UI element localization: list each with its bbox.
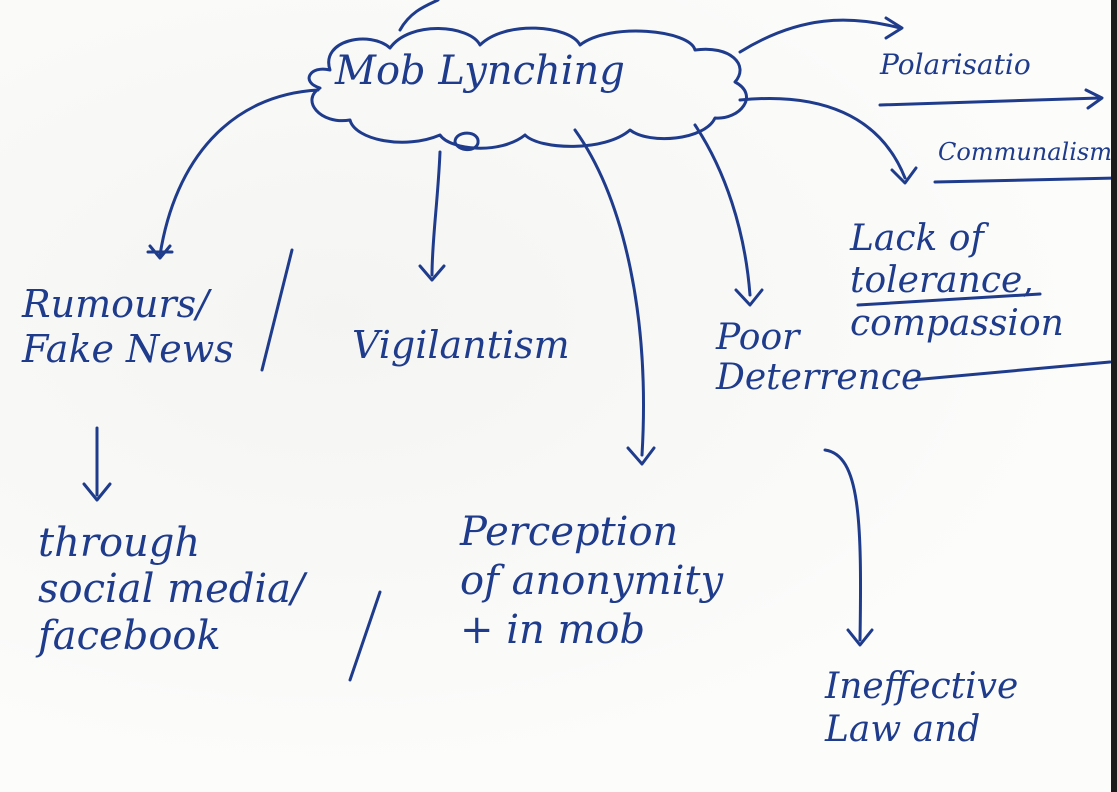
node-vigilantism: Vigilantism <box>352 323 570 367</box>
node-ineffective-law: Ineffective Law and <box>825 666 1019 751</box>
central-cloud-outline <box>307 26 748 150</box>
node-lack-of-tolerance: Lack of tolerance, compassion <box>850 218 1064 344</box>
node-poor-deterrence: Poor Deterrence <box>716 317 923 399</box>
page-edge-border <box>1111 0 1117 792</box>
arrowhead-perception <box>626 446 656 466</box>
node-rumours-fake-news: Rumours/ Fake News <box>22 282 234 371</box>
arrowhead-vigilantism <box>418 264 446 282</box>
arrowhead-social <box>82 482 112 502</box>
node-communalism: Communalism <box>938 138 1112 166</box>
node-perception-anonymity: Perception of anonymity + in mob <box>460 509 724 653</box>
central-topic: Mob Lynching <box>335 48 625 94</box>
slash-rumours <box>260 248 294 372</box>
underline-tolerance <box>856 292 1042 307</box>
underline-compassion <box>910 360 1112 382</box>
link-vigilantism <box>430 150 442 277</box>
link-poor-deterrence <box>693 123 752 297</box>
arrowhead-polar-underline <box>1084 88 1104 110</box>
link-offpage-top <box>398 0 440 32</box>
arrowhead-ineffective <box>846 628 874 647</box>
arrowhead-rumours <box>146 244 174 260</box>
link-rumours <box>158 88 320 257</box>
underline-polarisation <box>878 96 1102 107</box>
arrowhead-polarisation <box>884 16 904 40</box>
link-lack-of-tolerance <box>738 96 907 180</box>
cloud-loop <box>453 131 480 152</box>
link-perception <box>573 128 645 457</box>
link-polarisation <box>738 18 902 54</box>
link-ineffective <box>823 448 863 642</box>
node-social-media: through social media/ facebook <box>38 520 305 659</box>
arrowhead-lack <box>890 166 918 185</box>
underline-communalism <box>933 176 1117 184</box>
slash-social <box>348 590 382 682</box>
node-polarisation: Polarisatio <box>880 48 1031 81</box>
arrowhead-poor <box>734 288 764 307</box>
